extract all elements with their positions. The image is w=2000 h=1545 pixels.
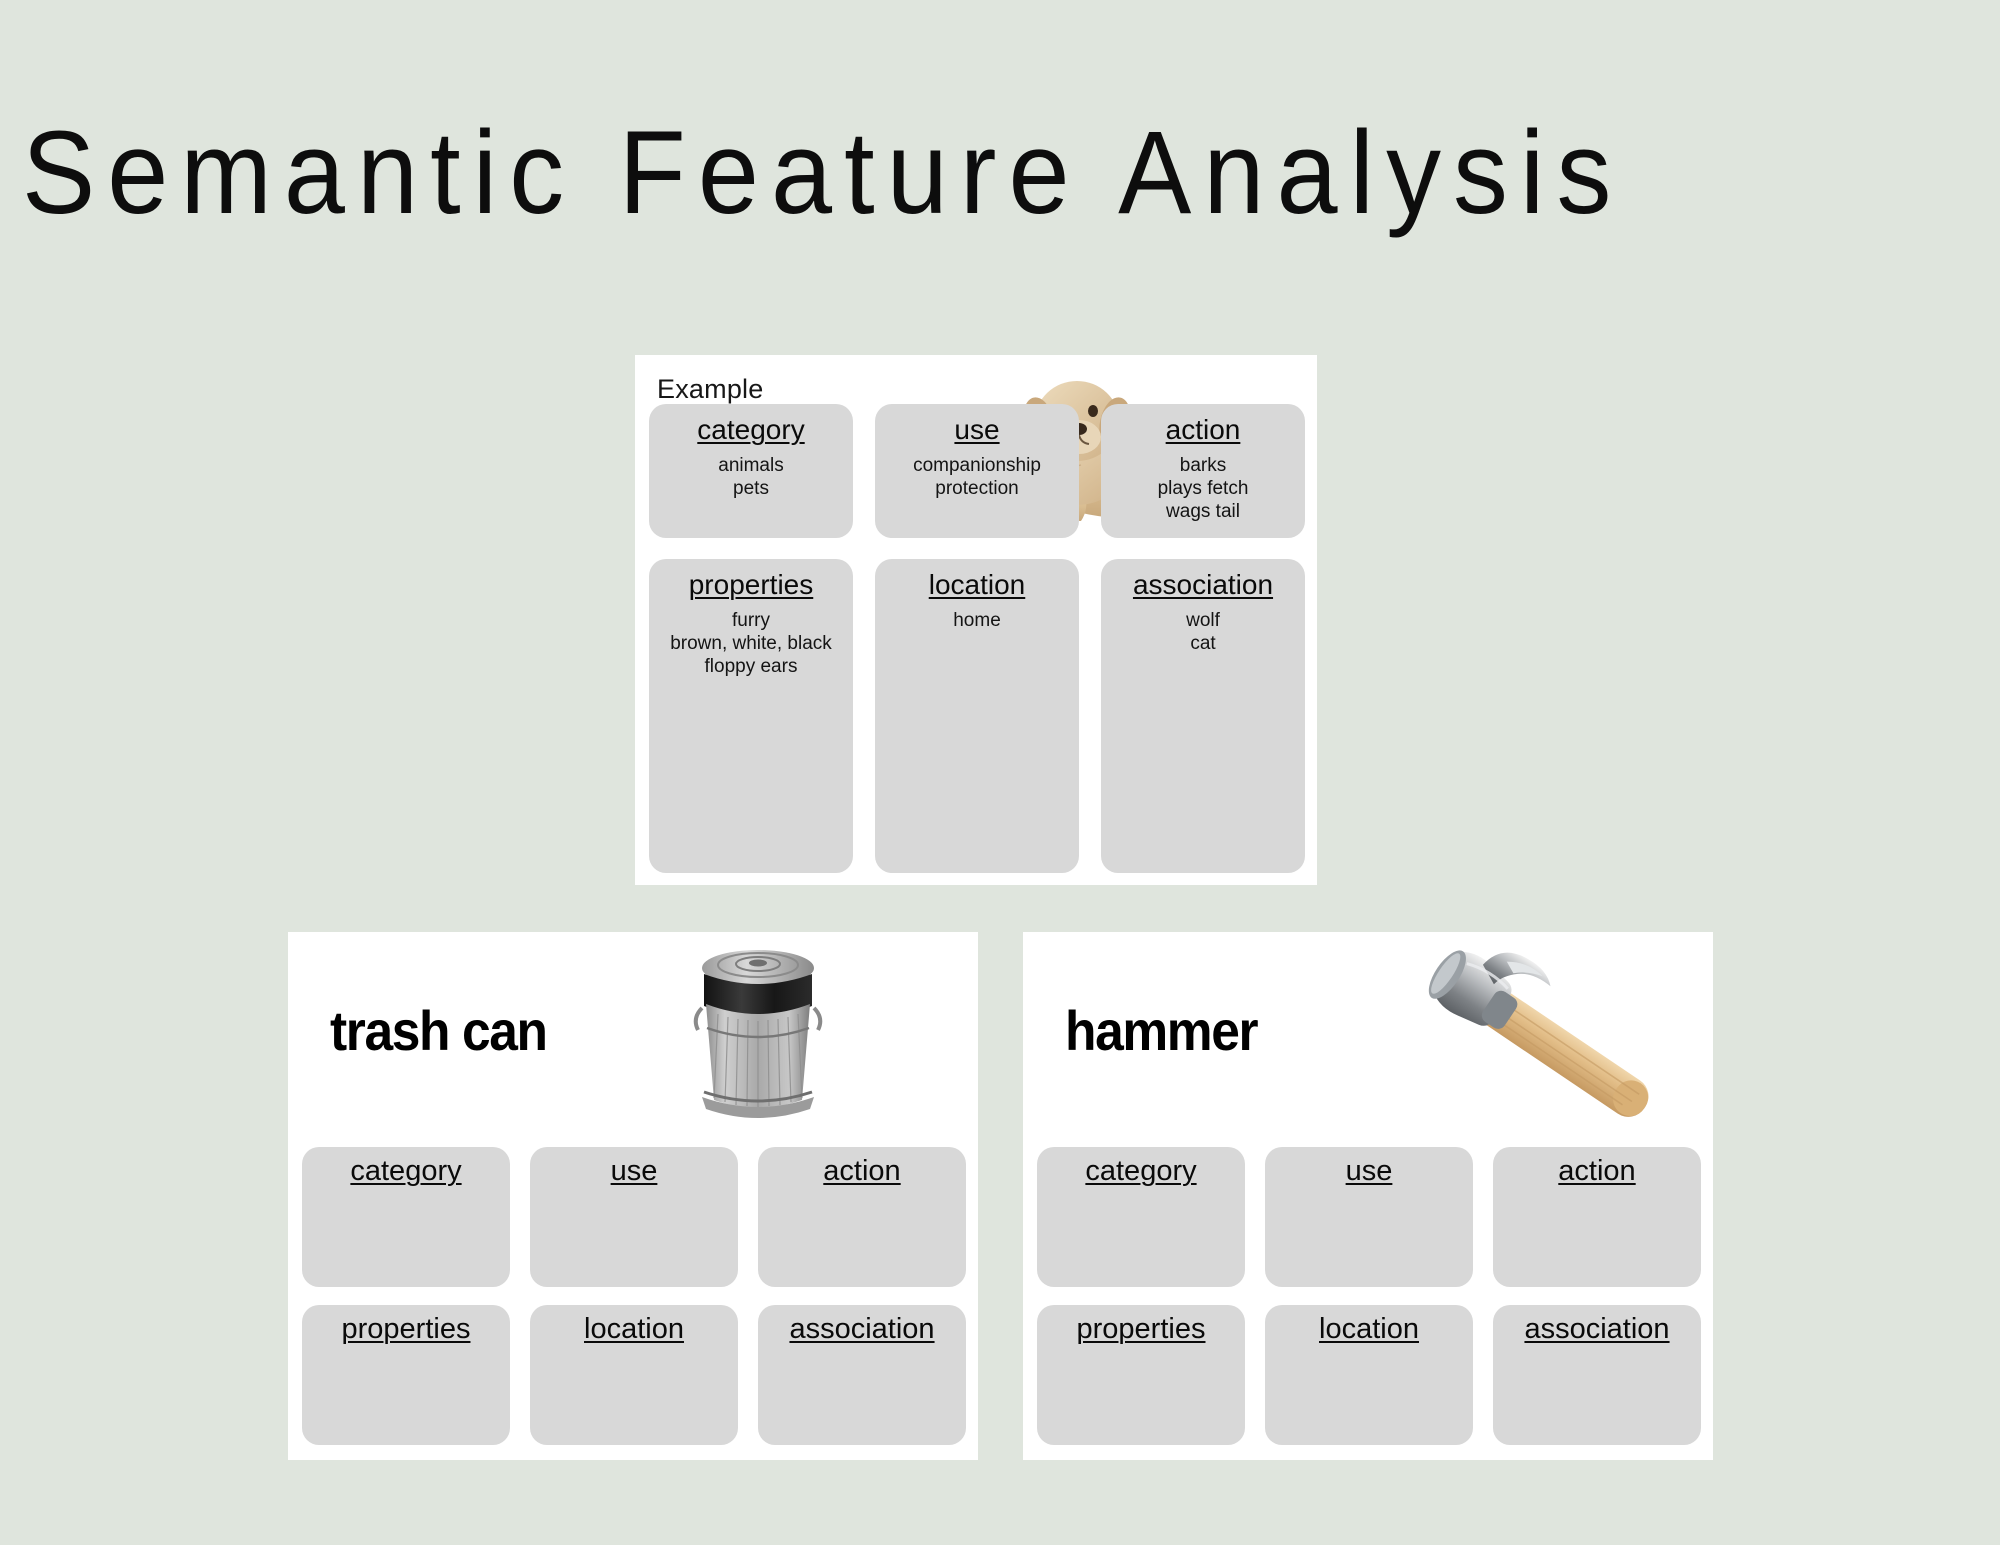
feature-box-category[interactable]: category [302,1147,510,1287]
feature-values: animals pets [718,454,783,500]
feature-box-category[interactable]: category [1037,1147,1245,1287]
feature-box-location[interactable]: location home [875,559,1079,873]
feature-value: animals [718,455,784,476]
feature-value: plays fetch [1157,478,1249,500]
feature-label: category [697,414,805,445]
trash-can-photo [678,942,838,1132]
feature-value: wags tail [1166,501,1240,523]
feature-value: brown, white, black [670,633,832,655]
feature-label: properties [688,569,814,600]
trash-can-feature-grid: category use action properties location … [302,1147,966,1445]
feature-label: properties [1076,1313,1206,1345]
page-title: Semantic Feature Analysis [22,107,1624,239]
feature-box-use[interactable]: use [1265,1147,1473,1287]
feature-box-properties[interactable]: properties [302,1305,510,1445]
feature-box-use[interactable]: use companionship protection [875,404,1079,538]
feature-box-association[interactable]: association [758,1305,966,1445]
feature-label: properties [341,1313,471,1345]
feature-box-properties[interactable]: properties furry brown, white, black flo… [649,559,853,873]
feature-value: wolf [1186,610,1220,631]
feature-label: association [789,1313,935,1345]
feature-label: action [823,1155,901,1187]
feature-label: category [1085,1155,1197,1187]
feature-values: companionship protection [913,454,1041,500]
feature-values: home [953,609,1001,632]
feature-value: cat [1190,633,1216,655]
feature-value: floppy ears [704,656,798,678]
feature-label: action [1165,414,1241,445]
feature-box-association[interactable]: association [1493,1305,1701,1445]
hammer-photo [1393,942,1683,1122]
feature-label: association [1132,569,1274,600]
feature-value: furry [731,610,770,631]
hammer-feature-grid: category use action properties location … [1037,1147,1701,1445]
feature-value: pets [733,478,769,500]
feature-value: protection [935,478,1019,500]
feature-values: furry brown, white, black floppy ears [670,609,832,679]
worksheet-card-hammer: hammer [1023,932,1713,1460]
feature-box-location[interactable]: location [1265,1305,1473,1445]
feature-box-action[interactable]: action barks plays fetch wags tail [1101,404,1305,538]
feature-label: use [1345,1155,1393,1187]
worksheet-word-trash-can: trash can [330,999,548,1062]
example-card: Example dog [635,355,1317,885]
example-feature-grid: category animals pets use companionship … [649,404,1305,873]
feature-label: association [1524,1313,1670,1345]
feature-values: wolf cat [1186,609,1220,655]
feature-values: barks plays fetch wags tail [1158,454,1249,524]
feature-box-location[interactable]: location [530,1305,738,1445]
worksheet-card-trash-can: trash can [288,932,978,1460]
feature-label: location [1319,1313,1419,1345]
feature-value: home [953,610,1001,631]
feature-label: use [954,414,1000,445]
worksheet-word-hammer: hammer [1065,999,1259,1062]
example-tag: Example [657,374,764,404]
feature-value: companionship [913,455,1041,476]
feature-box-properties[interactable]: properties [1037,1305,1245,1445]
feature-label: action [1558,1155,1636,1187]
feature-value: barks [1179,455,1227,476]
feature-label: location [584,1313,684,1345]
feature-box-category[interactable]: category animals pets [649,404,853,538]
feature-box-association[interactable]: association wolf cat [1101,559,1305,873]
feature-box-action[interactable]: action [758,1147,966,1287]
feature-box-use[interactable]: use [530,1147,738,1287]
feature-label: use [610,1155,658,1187]
feature-label: category [350,1155,462,1187]
feature-label: location [928,569,1026,600]
feature-box-action[interactable]: action [1493,1147,1701,1287]
